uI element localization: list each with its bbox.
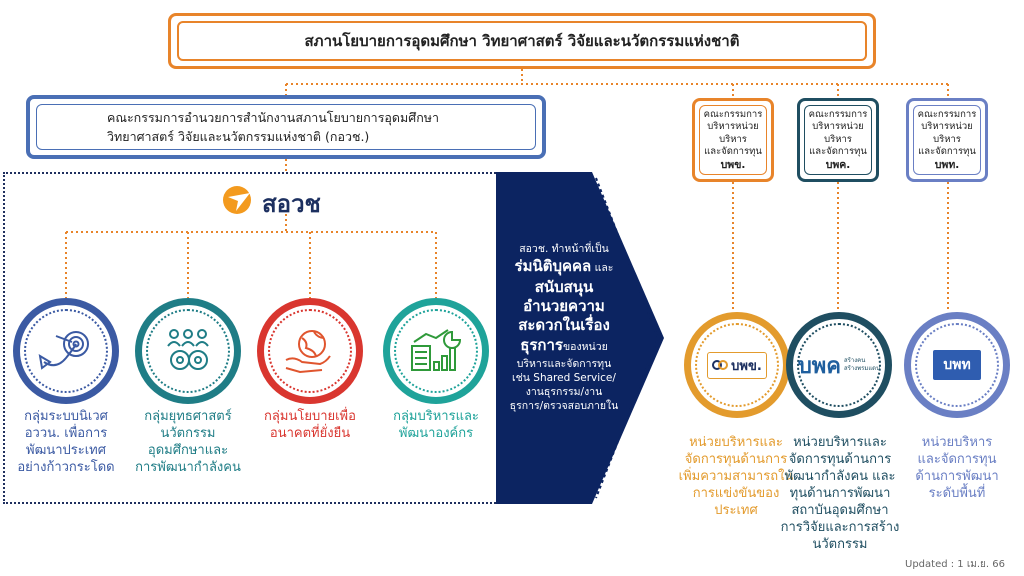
unit-label-pmu-c: หน่วยบริหารและจัดการทุนด้านการเพิ่มความส… (678, 435, 794, 518)
pmu-b-logo: บพค สร้างคน สร้างพรมแดน (797, 353, 881, 379)
board-line-1: คณะกรรมการอำนวยการสำนักงานสภานโยบายการอุ… (107, 110, 440, 125)
group-label-future-policy: กลุ่มนโยบายเพื่ออนาคตที่ยั่งยืน (264, 409, 356, 441)
unit-circle-pmu-c: บพข. (684, 312, 790, 418)
committee-box-pmu-a: คณะกรรมการ บริหารหน่วยบริหาร และจัดการทุ… (906, 98, 988, 182)
growth-chart-icon (411, 329, 462, 371)
committee-line: คณะกรรมการ (917, 108, 977, 120)
pmu-c-logo: บพข. (707, 351, 767, 379)
committee-line: คณะกรรมการ (808, 108, 868, 120)
pmu-c-mark-icon (712, 360, 729, 370)
committee-code: บพค. (825, 158, 851, 171)
nxpo-logo-text: สอวช (262, 190, 321, 218)
committee-line: บริหารหน่วยบริหาร (812, 121, 864, 145)
updated-note: Updated : 1 เม.ย. 66 (905, 559, 1005, 570)
target-arrow-icon (38, 331, 89, 370)
committee-line: คณะกรรมการ (703, 108, 763, 120)
board-line-2: วิทยาศาสตร์ วิจัยและนวัตกรรมแห่งชาติ (กอ… (107, 129, 370, 144)
committee-line: และจัดการทุน (704, 146, 762, 158)
committee-line: และจัดการทุน (918, 146, 976, 158)
group-label-ecosystem: กลุ่มระบบนิเวศอววน. เพื่อการพัฒนาประเทศอ… (17, 409, 115, 475)
group-label-strategy: กลุ่มยุทธศาสตร์นวัตกรรมอุดมศึกษาและการพั… (135, 409, 241, 475)
group-circle-org-dev (383, 298, 489, 404)
committee-line: บริหารหน่วยบริหาร (707, 121, 759, 145)
committee-line: บริหารหน่วยบริหาร (921, 121, 973, 145)
committee-box-pmu-c: คณะกรรมการ บริหารหน่วยบริหาร และจัดการทุ… (692, 98, 774, 182)
people-gears-icon (167, 329, 209, 370)
nxpo-logo-icon (223, 186, 251, 214)
pmu-a-logo: บพท (933, 350, 981, 380)
globe-hand-icon (285, 330, 331, 374)
unit-circle-pmu-a: บพท (904, 312, 1010, 418)
group-circle-future-policy (257, 298, 363, 404)
unit-label-pmu-a: หน่วยบริหารและจัดการทุนด้านการพัฒนาระดับ… (915, 435, 999, 501)
committee-line: และจัดการทุน (809, 146, 867, 158)
unit-circle-pmu-b: บพค สร้างคน สร้างพรมแดน (786, 312, 892, 418)
national-council-title: สภานโยบายการอุดมศึกษา วิทยาศาสตร์ วิจัยแ… (177, 21, 867, 61)
group-circle-ecosystem (13, 298, 119, 404)
unit-label-pmu-b: หน่วยบริหารและจัดการทุนด้านการพัฒนากำลัง… (780, 435, 900, 552)
support-arrow-text: สอวช. ทำหน้าที่เป็น ร่มนิติบุคคล และ สนั… (509, 243, 619, 412)
committee-code: บพข. (720, 158, 746, 171)
group-label-org-dev: กลุ่มบริหารและพัฒนาองค์กร (393, 409, 479, 441)
support-arrow (496, 172, 664, 504)
committee-box-pmu-b: คณะกรรมการ บริหารหน่วยบริหาร และจัดการทุ… (797, 98, 879, 182)
group-circle-strategy (135, 298, 241, 404)
national-council-box: สภานโยบายการอุดมศึกษา วิทยาศาสตร์ วิจัยแ… (168, 13, 876, 69)
executive-board-box: คณะกรรมการอำนวยการสำนักงานสภานโยบายการอุ… (26, 95, 546, 159)
committee-code: บพท. (934, 158, 960, 171)
